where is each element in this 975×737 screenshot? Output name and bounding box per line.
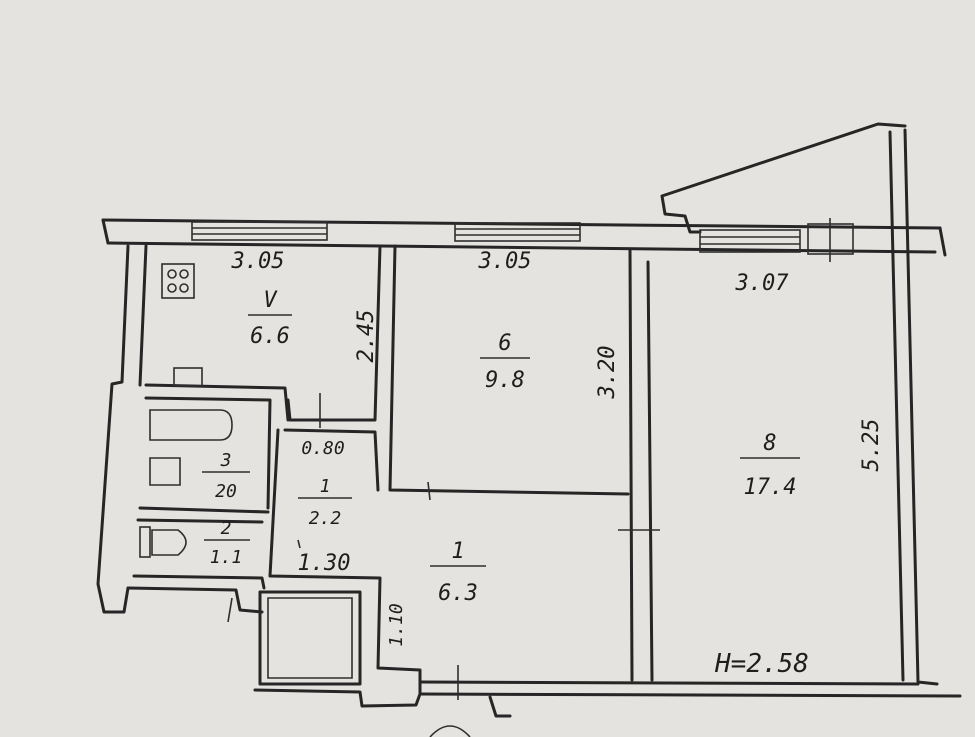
stove-icon — [161, 263, 195, 299]
room-bathroom-number: 3 — [220, 450, 232, 471]
room-bedroom-area: 9.8 — [485, 368, 525, 393]
room-corridor-number: 1 — [320, 476, 331, 497]
room-living-number: 8 — [763, 431, 776, 456]
room-kitchen: V 6.6 — [248, 288, 292, 349]
dim-kitchen-depth: 2.45 — [354, 310, 379, 363]
exterior-walls — [96, 122, 962, 718]
dim-hall-door: 1.10 — [386, 603, 407, 646]
room-toilet: 2 1.1 — [204, 518, 250, 568]
windows — [191, 218, 854, 262]
room-corridor: 1 2.2 — [298, 476, 352, 529]
room-kitchen-area: 6.6 — [250, 324, 290, 349]
room-labels: V 6.6 6 9.8 8 17.4 1 2.2 1 6.3 3 20 — [202, 288, 800, 606]
room-bedroom: 6 9.8 — [480, 331, 530, 393]
dim-living-width: 3.07 — [735, 271, 790, 296]
dimension-labels: 3.05 2.45 3.05 3.20 3.07 5.25 0.80 1.30 … — [231, 249, 884, 647]
dim-hall-width: 1.30 — [298, 551, 351, 576]
dim-corridor-width: 0.80 — [301, 438, 344, 459]
room-bathroom: 3 20 — [202, 450, 250, 502]
room-living: 8 17.4 — [740, 431, 800, 500]
room-living-area: 17.4 — [744, 475, 797, 500]
room-hall: 1 6.3 — [430, 539, 486, 606]
interior-walls — [132, 244, 660, 700]
fixtures — [139, 263, 471, 737]
room-bedroom-number: 6 — [498, 331, 511, 356]
dim-bedroom-depth: 3.20 — [595, 346, 620, 400]
dim-bedroom-width: 3.05 — [478, 249, 532, 274]
room-hall-area: 6.3 — [438, 581, 478, 606]
room-corridor-area: 2.2 — [309, 508, 342, 529]
kitchen-sink-icon — [173, 367, 203, 387]
room-hall-number: 1 — [451, 539, 464, 564]
bathtub-icon — [149, 409, 233, 486]
room-bathroom-area: 20 — [215, 481, 237, 502]
room-toilet-area: 1.1 — [210, 547, 243, 568]
ceiling-height-label: H=2.58 — [714, 649, 809, 679]
toilet-icon — [139, 526, 187, 558]
room-toilet-number: 2 — [221, 518, 232, 539]
dim-living-depth: 5.25 — [859, 419, 884, 472]
room-kitchen-number: V — [263, 288, 278, 313]
entrance-door-arc — [429, 725, 471, 737]
dim-kitchen-width: 3.05 — [231, 249, 285, 274]
